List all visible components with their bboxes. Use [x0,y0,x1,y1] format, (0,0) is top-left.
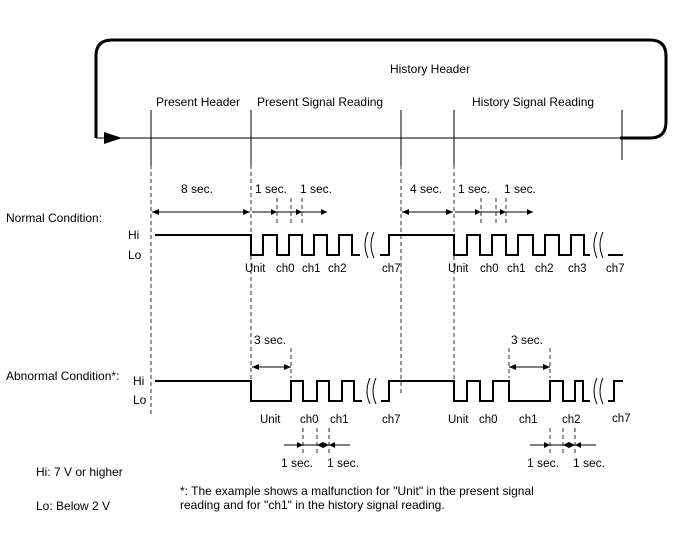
abnormal-hist-label-ch1: ch1 [519,414,538,426]
abnormal-3sec-arrows [252,348,551,378]
normal-timing-arrows [152,198,533,225]
abnormal-hist-label-ch2: ch2 [562,414,581,426]
history-header-label: History Header [390,62,470,76]
normal-label-ch7: ch7 [382,263,401,275]
legend-lo: Lo: Below 2 V [36,499,110,513]
normal-condition-title: Normal Condition: [6,211,102,225]
normal-hist-label-ch3: ch3 [568,263,587,275]
abnormal-label-ch7: ch7 [382,414,401,426]
abnormal-bottom-1sec-b: 1 sec. [327,456,359,470]
abnormal-hi-label: Hi [133,374,144,388]
abnormal-hist-label-unit: Unit [448,414,469,426]
legend-hi: Hi: 7 V or higher [36,465,123,479]
normal-label-unit: Unit [245,263,266,275]
normal-hist-label-ch0: ch0 [480,263,499,275]
normal-waveform-ch7 [380,234,590,256]
break-mark [593,377,604,405]
normal-timing-1sec-d: 1 sec. [504,182,536,196]
footnote-line1: *: The example shows a malfunction for "… [180,484,534,498]
normal-label-ch1: ch1 [302,263,321,275]
abnormal-lo-label: Lo [133,393,147,407]
abnormal-timing-3sec-history: 3 sec. [511,333,543,347]
normal-timing-8sec: 8 sec. [181,182,213,196]
history-signal-label: History Signal Reading [472,95,594,109]
normal-hist-label-unit: Unit [448,263,469,275]
present-header-label: Present Header [156,95,240,109]
abnormal-waveform-end [608,380,623,402]
abnormal-timing-3sec-present: 3 sec. [254,333,286,347]
normal-hist-label-ch1: ch1 [507,263,526,275]
normal-waveform-present [155,234,360,256]
abnormal-waveform-present [155,380,362,402]
normal-timing-1sec-a: 1 sec. [255,182,287,196]
abnormal-label-unit: Unit [260,414,281,426]
history-loop [94,38,668,140]
normal-label-ch0: ch0 [276,263,295,275]
abnormal-bottom-arrows [284,428,596,456]
normal-hist-label-ch7: ch7 [606,263,625,275]
normal-lo-label: Lo [128,248,142,262]
normal-hist-label-ch2: ch2 [535,263,554,275]
abnormal-condition-title: Abnormal Condition*: [6,369,119,383]
normal-timing-1sec-c: 1 sec. [458,182,490,196]
present-signal-label: Present Signal Reading [257,95,383,109]
abnormal-label-ch1: ch1 [330,414,349,426]
abnormal-waveform-history [381,380,590,402]
footnote-line2: reading and for "ch1" in the history sig… [180,498,445,512]
break-mark [593,231,604,259]
abnormal-label-ch0: ch0 [300,414,319,426]
break-mark [366,377,377,405]
abnormal-bottom-1sec-a: 1 sec. [281,456,313,470]
abnormal-hist-label-ch7: ch7 [612,413,631,425]
normal-hi-label: Hi [128,228,139,242]
normal-label-ch2: ch2 [328,263,347,275]
loop-arrow-head [104,132,122,144]
normal-timing-1sec-b: 1 sec. [300,182,332,196]
normal-timing-4sec: 4 sec. [410,182,442,196]
abnormal-bottom-1sec-d: 1 sec. [573,456,605,470]
break-mark [364,231,375,259]
abnormal-bottom-1sec-c: 1 sec. [527,456,559,470]
abnormal-hist-label-ch0: ch0 [479,414,498,426]
